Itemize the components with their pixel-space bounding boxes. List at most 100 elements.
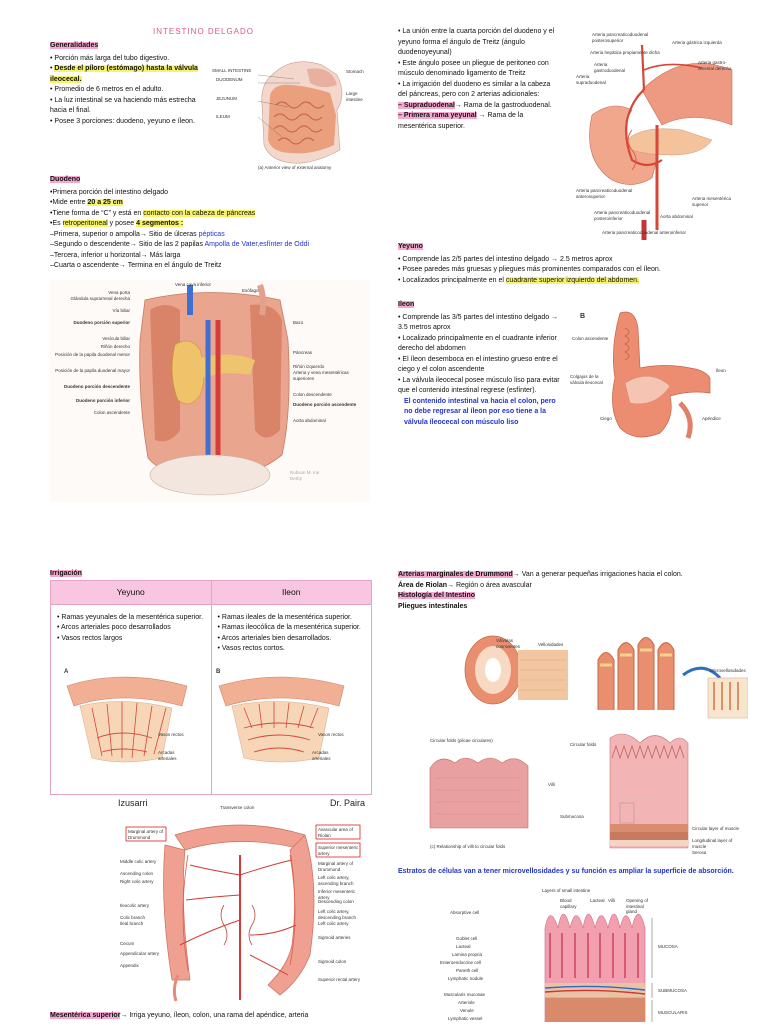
gen-item-5: Posee 3 porciones: duodeno, yeyuno e íle… bbox=[54, 117, 195, 125]
villi-caption: (c) Relationship of villi to circular fo… bbox=[430, 844, 506, 849]
mesenterica-label: Mesentérica superior bbox=[50, 1012, 121, 1019]
fig-a-arcadas: Arcadas arteriales bbox=[158, 750, 177, 761]
abdomen-label-stomach: Stomach bbox=[346, 69, 364, 74]
duodeno-line-4-mid: y posee bbox=[107, 220, 137, 227]
mucosa-label-goblet: Goblet cell bbox=[456, 936, 478, 941]
mucosa-label-lacteal: Lacteal bbox=[456, 944, 471, 949]
arterias-figure: Arteria pancreaticoduodenal posterosuper… bbox=[572, 30, 740, 240]
estratos-note: Estratos de células van a tener microvel… bbox=[398, 868, 734, 875]
mucosa-label-submucosa: SUBMUCOSA bbox=[658, 988, 688, 993]
mucosa-label-mucosa: MUCOSA bbox=[658, 944, 678, 949]
mucosa-label-lymphatic-vessel: Lymphatic vessel bbox=[448, 1016, 483, 1021]
mucosa-label-absorptive: Absorptive cell bbox=[450, 910, 480, 915]
colon-illustration bbox=[125, 824, 361, 1002]
art-label-7: Arteria pancreaticoduodenal posteroinfer… bbox=[594, 210, 651, 221]
duodeno-line-6-text: –Segundo o descendente→ Sitio de las 2 p… bbox=[50, 241, 205, 248]
gen-item-1: Porción más larga del tubo digestivo. bbox=[54, 54, 170, 62]
duo-label-vena-cava: Vena cava inferior bbox=[175, 282, 212, 287]
irr-ileon-item-3: Arcos arteriales bien desarrollados. bbox=[221, 634, 332, 642]
duodeno-line-2-text: •Mide entre bbox=[50, 199, 88, 206]
villi-label-circular-folds-1: Circular folds (plicae circulares) bbox=[430, 738, 493, 743]
colon-label-right-colic: Right colic artery bbox=[120, 879, 154, 884]
ileon-heading: Ileon bbox=[398, 301, 415, 308]
duo-label-colon-ascendente: Colon ascendente bbox=[93, 410, 130, 415]
primera-yeyunal-label: – Primera rama yeyunal bbox=[398, 112, 477, 119]
ileocecal-label-colgajos: Colgajos de la válvula ileocecal bbox=[570, 374, 603, 385]
yeyuno-item-1: Comprende las 2/5 partes del intestino d… bbox=[402, 255, 613, 263]
villi-label-serosa: Serosa bbox=[692, 850, 707, 855]
gen-item-4: La luz intestinal se va haciendo más est… bbox=[50, 96, 196, 115]
duo-label-bazo: Bazo bbox=[293, 320, 304, 325]
histologia-section: Arterias marginales de Drummond→ Van a g… bbox=[398, 570, 743, 612]
colon-label-colic-branch: Colic branch bbox=[120, 915, 146, 920]
yeyuno-item-2: Posee paredes más gruesas y pliegues más… bbox=[402, 266, 661, 273]
mucosa-label-enteroendocrine: Enteroendocrine cell bbox=[440, 960, 482, 965]
duo-label-colon-descendente: Colon descendente bbox=[293, 392, 332, 397]
irrigacion-col-yeyuno: Yeyuno bbox=[50, 580, 212, 605]
duo-label-via-biliar: Vía biliar bbox=[112, 308, 130, 313]
duo-label-mesentericas: Arteria y vena mesentéricas superiores bbox=[293, 370, 349, 381]
art-label-6: Arteria pancreaticoduodenal anterosuperi… bbox=[576, 188, 633, 199]
mucosa-label-venule: Venule bbox=[460, 1008, 474, 1013]
irr-yeyuno-item-2: Arcos arteriales poco desarrollados bbox=[61, 624, 171, 631]
colon-label-left-colic: Left colic artery bbox=[318, 921, 349, 926]
art-label-2: Arteria hepática propiamente dicha bbox=[590, 50, 660, 55]
duodeno-line-7: –Tercera, inferior u horizontal→ Más lar… bbox=[50, 251, 181, 259]
ileon-section: Ileon • Comprende las 3/5 partes del int… bbox=[398, 300, 566, 428]
fig-a-label: A bbox=[64, 669, 69, 675]
colon-label-superior-rectal: Superior rectal artery bbox=[318, 977, 361, 982]
colon-label-left-colic-descending: Left colic artery, descending branch bbox=[318, 909, 357, 920]
villi-label-villi: Villi bbox=[548, 782, 555, 787]
supraduodenal-label: – Supraduodenal bbox=[398, 101, 455, 109]
histologia-heading: Histología del Intestino bbox=[398, 592, 476, 599]
colon-caption-left: Izusarri bbox=[118, 798, 148, 808]
duodeno-illustration bbox=[50, 280, 370, 502]
colon-label-superior-mesenteric: Superior mesenteric artery bbox=[318, 845, 359, 856]
art-label-5: Arteria gastro-omental derecha bbox=[698, 60, 732, 71]
treitz-item-3: La irrigación del duodeno es similar a l… bbox=[398, 80, 551, 99]
yeyuno-section: Yeyuno • Comprende las 2/5 partes del in… bbox=[398, 243, 661, 284]
villi-label-longitudinal-muscle: Longitudinal layer of muscle bbox=[692, 838, 733, 849]
villi-illustration bbox=[429, 733, 689, 849]
duo-label-inferior: Duodeno porción inferior bbox=[76, 398, 130, 403]
duodeno-heading: Duodeno bbox=[50, 176, 81, 183]
duo-label-superior: Duodeno porción superior bbox=[73, 320, 130, 325]
mucosa-label-opening: Opening of intestinal gland bbox=[626, 898, 649, 914]
duodeno-line-4-text: •Es bbox=[50, 220, 63, 227]
riolan-label: Área de Riolan bbox=[398, 581, 448, 589]
duo-label-pancreas: Páncreas bbox=[293, 350, 313, 355]
villi-label-submucosa: Submucosa bbox=[560, 814, 584, 819]
duodeno-retroperitoneal: retroperitoneal bbox=[62, 220, 108, 227]
riolan-text: → Región o área avascular bbox=[447, 581, 532, 589]
ileon-item-1: Comprende las 3/5 partes del intestino d… bbox=[398, 313, 559, 332]
colon-label-descending-colon: Descending colon bbox=[318, 899, 354, 904]
yeyuno-cuadrante: cuadrante superior izquierdo del abdomen… bbox=[505, 276, 640, 284]
arterias-illustration bbox=[589, 44, 733, 240]
generalidades-section: Generalidades • Porción más larga del tu… bbox=[50, 42, 198, 125]
fig-b-arcadas: Arcadas arteriales bbox=[312, 750, 331, 761]
irr-yeyuno-item-3: Vasos rectos largos bbox=[61, 634, 123, 642]
duodeno-line-1: •Primera porción del intestino delgado bbox=[50, 188, 169, 196]
mucosa-label-muscularis-mucosae: Muscularis mucosae bbox=[444, 992, 486, 997]
mucosa-label-lamina: Lamina propria bbox=[452, 952, 483, 957]
yeyuno-heading: Yeyuno bbox=[398, 243, 423, 250]
duo-label-vesicula: Vesícula biliar bbox=[102, 336, 130, 341]
duo-label-papila-menor: Posición de la papila duodenal menor bbox=[54, 352, 130, 357]
irr-ileon-item-2: Ramas ileocólica de la mesentérica super… bbox=[221, 624, 361, 631]
mucosa-label-lymphatic-nodule: Lymphatic nodule bbox=[448, 976, 484, 981]
ileocecal-label-apendice: Apéndice bbox=[702, 416, 721, 421]
supraduodenal-text: → Rama de la gastroduodenal. bbox=[454, 101, 552, 109]
art-label-4: Arteria supraduodenal bbox=[576, 74, 606, 85]
duodeno-line-8: –Cuarta o ascendente→ Termina en el ángu… bbox=[50, 262, 222, 269]
irr-ileon-item-4: Vasos rectos cortos. bbox=[221, 645, 285, 652]
villi-label-circular-muscle: Circular layer of muscle bbox=[692, 826, 740, 831]
colon-label-sigmoid-arteries: Sigmoid arteries bbox=[318, 935, 351, 940]
mucosa-figure: Layers of small intestine Blood capillar… bbox=[420, 888, 720, 1023]
colon-label-appendicular: Appendicular artery bbox=[120, 951, 160, 956]
pliegues-figure: Válvulas conniventes Vellosidades Microv… bbox=[458, 620, 749, 720]
duo-label-papila-mayor: Posición de la papila duodenal mayor bbox=[55, 368, 130, 373]
ileon-blue-note: El contenido intestinal va hacia el colo… bbox=[404, 397, 556, 426]
art-label-8: Arteria mesentérica superior bbox=[692, 196, 732, 207]
ileocecal-label-b: B bbox=[580, 313, 586, 320]
mesenterica-line: Mesentérica superior→ Irriga yeyuno, íle… bbox=[50, 1011, 370, 1022]
